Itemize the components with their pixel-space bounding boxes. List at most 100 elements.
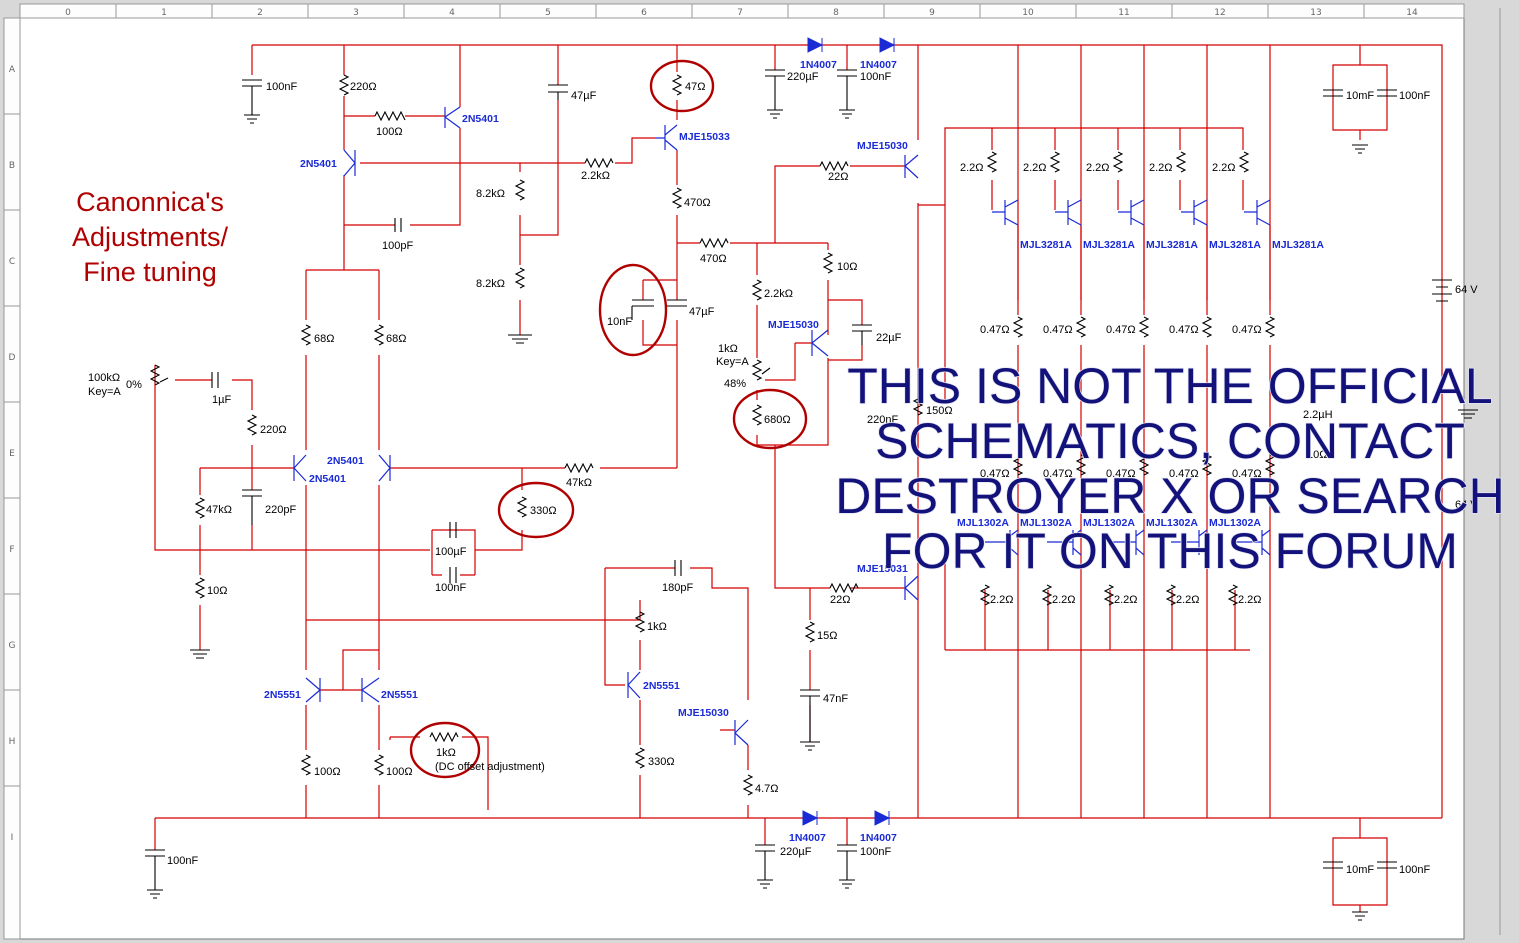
component-labels: 100nF 220Ω 100Ω 2N5401 2N5401 100pF 47µF… — [88, 59, 1478, 876]
watermark-line-4: FOR IT ON THIS FORUM — [882, 523, 1458, 579]
capacitors — [145, 69, 1478, 921]
grid-column-label: 3 — [353, 8, 359, 18]
label-c-100n-d: 100nF — [1399, 90, 1430, 102]
output-lower-resistor — [1165, 584, 1177, 606]
label-c-180p: 180pF — [662, 582, 693, 594]
label-out-emit-res-b: 0.47Ω — [1169, 468, 1199, 480]
label-c-220u-a: 220µF — [787, 71, 819, 83]
label-c-100n-b: 100nF — [435, 582, 466, 594]
grid-column-label: 6 — [641, 8, 647, 18]
resistors — [149, 74, 924, 796]
label-r-100-a: 100Ω — [376, 126, 403, 138]
grid-row-label: G — [9, 641, 16, 651]
label-r-1k-dc: 1kΩ — [436, 747, 456, 759]
label-c-220n: 220nF — [867, 414, 898, 426]
label-pot-100k: 100kΩ — [88, 372, 120, 384]
label-q-mje15030-b: MJE15030 — [768, 319, 819, 331]
label-c-in-top: 100nF — [266, 81, 297, 93]
label-v-bot: 64 V — [1455, 499, 1478, 511]
label-c-22u: 22µF — [876, 332, 902, 344]
label-r-220-b: 220Ω — [260, 424, 287, 436]
label-r-15: 15Ω — [817, 630, 837, 642]
output-driver-resistor — [1049, 151, 1061, 173]
label-c-100pf: 100pF — [382, 240, 413, 252]
label-out-upper-q: MJL3281A — [1020, 239, 1072, 251]
annotation-line-1: Canonnica's — [76, 187, 224, 217]
label-out-lower-q: MJL1302A — [1020, 517, 1072, 529]
output-emitter-resistor-lower — [1012, 454, 1024, 476]
annotation-line-2: Adjustments/ — [72, 222, 229, 252]
label-q-2n5401-b: 2N5401 — [300, 158, 337, 170]
label-out-emit-res: 0.47Ω — [1232, 324, 1262, 336]
grid-row-label: A — [9, 65, 16, 75]
grid-row-label: F — [9, 545, 14, 555]
label-c-47n: 47nF — [823, 693, 848, 705]
label-out-upper-res: 2.2Ω — [1149, 162, 1173, 174]
output-lower-resistor — [979, 584, 991, 606]
label-r-2k2-a: 2.2kΩ — [581, 170, 610, 182]
grid-column-label: 13 — [1310, 8, 1321, 18]
output-upper-transistor — [1244, 199, 1271, 226]
grid-row-label: I — [11, 833, 14, 843]
label-c-100n-e: 100nF — [1399, 864, 1430, 876]
label-d-1n4007-b: 1N4007 — [860, 59, 897, 71]
output-lower-transistor — [1171, 529, 1208, 556]
column-ruler — [19, 3, 1465, 19]
output-transistors — [985, 199, 1271, 556]
label-c-220u-b: 220µF — [780, 846, 812, 858]
label-r-10-b: 10Ω — [207, 585, 227, 597]
label-r-47-top: 47Ω — [685, 81, 705, 93]
label-r-68-a: 68Ω — [314, 333, 334, 345]
highlight-circles — [409, 59, 808, 779]
grid-column-label: 9 — [929, 8, 935, 18]
label-out-lower-q: MJL1302A — [1146, 517, 1198, 529]
grid-column-label: 8 — [833, 8, 839, 18]
output-lower-transistor — [1109, 529, 1145, 556]
label-q-2n5401-a: 2N5401 — [462, 113, 499, 125]
grid-row-label: H — [9, 737, 16, 747]
label-pot-100k-key: Key=A — [88, 386, 121, 398]
label-dc-note: (DC offset adjustment) — [435, 761, 545, 773]
label-out-upper-q: MJL3281A — [1272, 239, 1324, 251]
label-c-1u: 1µF — [212, 394, 231, 406]
output-driver-resistor — [1112, 151, 1124, 173]
label-r-8k2-b: 8.2kΩ — [476, 278, 505, 290]
label-out-upper-q: MJL3281A — [1209, 239, 1261, 251]
grid-column-label: 2 — [257, 8, 263, 18]
label-out-emit-res-b: 0.47Ω — [1232, 468, 1262, 480]
output-upper-transistor — [1181, 199, 1208, 226]
label-r-330-b: 330Ω — [648, 756, 675, 768]
grid-row-label: E — [9, 449, 15, 459]
grid-column-label: 5 — [545, 8, 551, 18]
diodes — [802, 37, 896, 826]
annotation-line-3: Fine tuning — [83, 257, 217, 287]
output-emitter-resistor-lower — [1201, 454, 1213, 476]
label-out-emit-res: 0.47Ω — [1043, 324, 1073, 336]
label-out-lower-res: 2.2Ω — [1052, 594, 1076, 606]
label-l-2u2: 2.2µH — [1303, 409, 1333, 421]
grid-column-label: 10 — [1022, 8, 1034, 18]
label-r-68-b: 68Ω — [386, 333, 406, 345]
row-ruler — [3, 17, 21, 940]
label-pot-pct: 48% — [724, 378, 746, 390]
label-r-47k-b: 47kΩ — [566, 477, 592, 489]
output-lower-resistor — [1041, 584, 1053, 606]
label-out-upper-res: 2.2Ω — [1023, 162, 1047, 174]
output-emitter-resistor — [1201, 316, 1213, 338]
label-c-47u-a: 47µF — [571, 90, 597, 102]
output-driver-resistor — [1238, 151, 1250, 173]
label-out-emit-res: 0.47Ω — [1106, 324, 1136, 336]
label-r-1k-a: 1kΩ — [647, 621, 667, 633]
label-d-1n4007-c: 1N4007 — [789, 832, 826, 844]
output-emitter-resistor — [1138, 316, 1150, 338]
label-r-100-c: 100Ω — [386, 766, 413, 778]
label-r-680: 680Ω — [764, 414, 791, 426]
schematic-sheet — [19, 17, 1465, 940]
label-out-emit-res-b: 0.47Ω — [1106, 468, 1136, 480]
label-r-22-a: 22Ω — [828, 171, 848, 183]
label-out-lower-q: MJL1302A — [1083, 517, 1135, 529]
label-v-top: 64 V — [1455, 284, 1478, 296]
label-pot-100k-pct: 0% — [126, 379, 142, 391]
